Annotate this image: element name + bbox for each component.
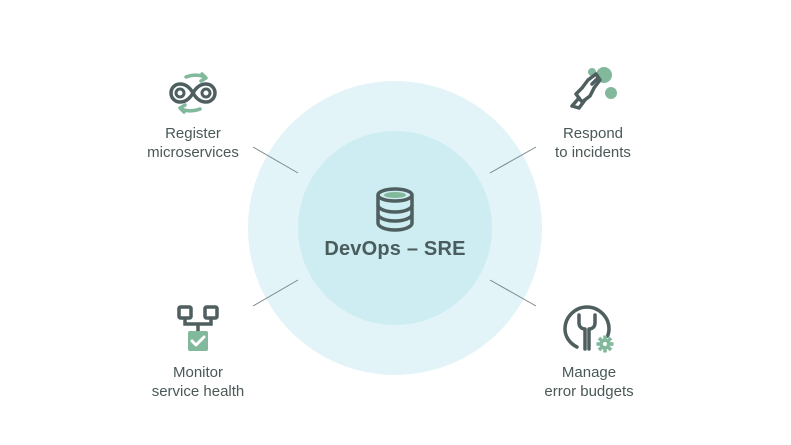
database-icon [374,186,416,237]
center-title: DevOps – SRE [324,238,466,260]
node-respond-to-incidents: Respond to incidents [513,66,673,162]
monitor-label-line2: service health [151,383,245,400]
plug-icon [570,67,617,110]
manage-label-line2: error budgets [544,383,634,400]
infinity-loop-icon [169,72,217,114]
network-check-icon [177,305,219,351]
monitor-label-line1: Monitor [172,364,224,381]
register-label-line2: microservices [147,144,239,161]
register-label-line1: Register [165,125,221,142]
inner-circle [298,131,492,325]
respond-label-line1: Respond [562,125,624,142]
node-register-microservices: Register microservices [113,72,273,162]
node-manage-error-budgets: Manage error budgets [509,305,669,401]
node-monitor-service-health: Monitor service health [118,305,278,401]
wrench-gear-icon [563,305,614,353]
manage-label-line1: Manage [561,364,617,381]
respond-label-line2: to incidents [555,144,631,161]
